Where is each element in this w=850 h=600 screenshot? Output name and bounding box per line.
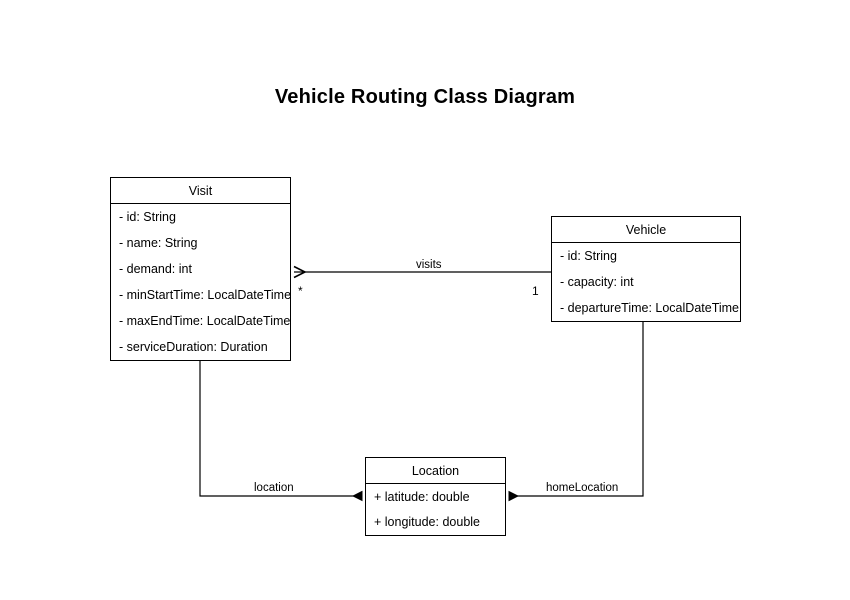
page-title: Vehicle Routing Class Diagram [274, 86, 576, 108]
attribute-row: - name: String [119, 236, 198, 250]
class-name-vehicle: Vehicle [552, 217, 740, 243]
association-label-visits: visits [416, 259, 442, 271]
attribute-row: - minStartTime: LocalDateTime [119, 288, 292, 302]
class-name-location: Location [366, 458, 505, 484]
association-label-homelocation: homeLocation [546, 482, 619, 494]
attribute-row: - id: String [119, 210, 176, 224]
association-line-location [199, 361, 362, 496]
class-attributes-vehicle: - id: String - capacity: int - departure… [552, 243, 740, 321]
multiplicity-vehicle: 1 [532, 284, 539, 298]
multiplicity-visit: * [298, 284, 303, 298]
attribute-row: - id: String [560, 249, 617, 263]
association-line-homelocation [509, 322, 644, 496]
class-name-visit: Visit [111, 178, 290, 204]
class-box-location[interactable]: Location + latitude: double + longitude:… [365, 457, 506, 536]
class-attributes-location: + latitude: double + longitude: double [366, 484, 505, 535]
attribute-row: - serviceDuration: Duration [119, 340, 268, 354]
attribute-row: - maxEndTime: LocalDateTime [119, 314, 291, 328]
class-box-visit[interactable]: Visit - id: String - name: String - dema… [110, 177, 291, 361]
attribute-row: - departureTime: LocalDateTime [560, 301, 740, 315]
class-box-vehicle[interactable]: Vehicle - id: String - capacity: int - d… [551, 216, 741, 322]
attribute-row: - demand: int [119, 262, 192, 276]
attribute-row: + latitude: double [374, 489, 470, 504]
attribute-row: - capacity: int [560, 275, 634, 289]
association-label-location: location [254, 482, 294, 494]
attribute-row: + longitude: double [374, 515, 480, 530]
class-attributes-visit: - id: String - name: String - demand: in… [111, 204, 292, 360]
